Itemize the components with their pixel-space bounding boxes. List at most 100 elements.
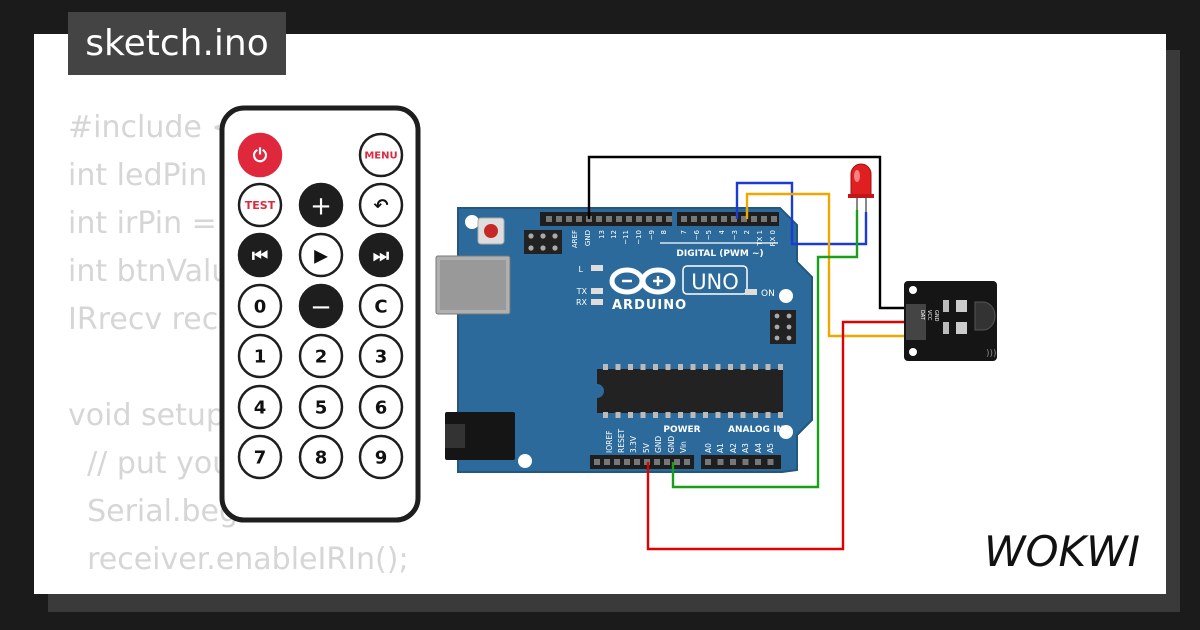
remote-7-button[interactable]: 7 <box>237 434 283 480</box>
wires <box>587 155 905 551</box>
mounting-hole <box>779 425 793 439</box>
tx-led-label: TX <box>576 287 588 296</box>
remote-1-button[interactable]: 1 <box>237 333 283 379</box>
analog-label: ANALOG IN <box>728 425 784 435</box>
top-pin-label: 4 <box>718 229 726 234</box>
remote-8-button-label: 8 <box>315 447 328 468</box>
wokwi-logo: WOKWI <box>984 527 1140 576</box>
remote-minus-button[interactable]: − <box>298 283 344 329</box>
bottom-pin-label: GND <box>667 436 676 453</box>
remote-6-button[interactable]: 6 <box>358 384 404 430</box>
wifi-signal-icon: ))) <box>986 349 997 359</box>
on-led-label: ON <box>761 289 775 299</box>
analog-header <box>701 455 781 469</box>
remote-1-button-label: 1 <box>254 346 267 367</box>
wire-black <box>587 155 905 310</box>
ir-pin-vcc: VCC <box>926 310 932 321</box>
remote-plus-button-label: + <box>310 191 332 221</box>
remote-5-button[interactable]: 5 <box>298 384 344 430</box>
top-pin-label: 13 <box>598 230 606 239</box>
remote-8-button[interactable]: 8 <box>298 434 344 480</box>
ir-pin-gnd: GND <box>933 310 939 322</box>
bottom-pin-label: A0 <box>704 443 713 453</box>
l-led-label: L <box>579 265 584 274</box>
remote-4-button[interactable]: 4 <box>237 384 283 430</box>
icsp-header-2 <box>770 310 796 344</box>
bottom-pin-label: IOREF <box>605 431 614 453</box>
wire-green <box>671 210 859 489</box>
remote-prev-button[interactable]: ⏮ <box>237 232 283 278</box>
remote-6-button-label: 6 <box>375 397 388 418</box>
top-pin-label: ~10 <box>635 230 643 245</box>
remote-plus-button[interactable]: + <box>298 182 344 228</box>
remote-3-button[interactable]: 3 <box>358 333 404 379</box>
file-title: sketch.ino <box>68 12 286 75</box>
bottom-pin-label: A1 <box>716 443 725 453</box>
remote-buttons: ⏻ MENU TEST + ↶ ⏮ ▶ ⏭ 0 − C 1 2 3 4 5 6 7 8 9 <box>237 132 404 480</box>
top-pin-label: 7 <box>680 230 688 234</box>
on-led <box>745 289 757 295</box>
rx-led-label: RX <box>576 298 588 307</box>
remote-4-button-label: 4 <box>254 397 267 418</box>
arduino-logo-icon <box>609 267 676 295</box>
digital-header-right <box>677 212 779 226</box>
remote-menu-button-label: MENU <box>364 151 397 162</box>
arduino-brand: ARDUINO <box>612 298 687 313</box>
remote-9-button[interactable]: 9 <box>358 434 404 480</box>
top-pin-label: 8 <box>660 230 668 234</box>
ir-pin-dat: DAT <box>919 310 925 321</box>
code-background: #include <int ledPin =int irPin =int btn… <box>68 104 412 594</box>
ir-receiver-module[interactable]: GND VCC DAT ))) <box>904 281 997 361</box>
remote-test-button[interactable]: TEST <box>237 182 283 228</box>
top-pin-holes <box>546 216 777 222</box>
top-pin-label: GND <box>584 230 592 246</box>
wire-orange <box>745 192 905 338</box>
remote-prev-button-label: ⏮ <box>252 245 268 266</box>
remote-next-button-label: ⏭ <box>373 245 390 266</box>
remote-7-button-label: 7 <box>254 447 267 468</box>
code-line: receiver.enableIRIn(); <box>68 542 409 577</box>
code-line: } <box>68 584 412 594</box>
remote-next-button[interactable]: ⏭ <box>358 232 404 278</box>
l-led <box>591 265 603 271</box>
top-pin-label: ~11 <box>622 230 630 245</box>
code-line: void setup <box>68 398 225 433</box>
ir-remote[interactable]: ⏻ MENU TEST + ↶ ⏮ ▶ ⏭ 0 − C 1 2 3 4 5 6 7 8 9 <box>219 105 421 523</box>
bottom-pin-label: 3.3V <box>629 435 638 453</box>
remote-back-button[interactable]: ↶ <box>358 182 404 228</box>
bottom-pin-label: 5V <box>642 442 651 453</box>
top-pin-label: 2 <box>743 230 751 234</box>
atmega-chip <box>597 364 783 418</box>
remote-0-button-label: 0 <box>254 296 267 317</box>
icsp-header <box>524 230 562 254</box>
top-pin-label: TX 1 <box>756 230 764 247</box>
digital-label: DIGITAL (PWM ~) <box>676 249 763 259</box>
mounting-hole <box>779 289 793 303</box>
remote-power-button-label: ⏻ <box>253 145 268 166</box>
mounting-hole <box>518 454 532 468</box>
top-pin-label: 12 <box>610 230 618 239</box>
remote-play-button[interactable]: ▶ <box>298 232 344 278</box>
top-pin-label: ~3 <box>731 230 739 240</box>
remote-play-button-label: ▶ <box>314 245 328 266</box>
remote-menu-button[interactable]: MENU <box>358 132 404 178</box>
power-header <box>590 455 694 469</box>
wire-blue <box>735 181 868 246</box>
remote-back-button-label: ↶ <box>373 195 388 216</box>
power-label: POWER <box>663 425 700 435</box>
red-led[interactable] <box>848 163 874 212</box>
wire-red <box>646 320 905 551</box>
top-pin-label: ~5 <box>705 230 713 240</box>
remote-test-button-label: TEST <box>245 199 276 212</box>
remote-c-button[interactable]: C <box>358 283 404 329</box>
remote-3-button-label: 3 <box>375 346 388 367</box>
top-pin-label: ~9 <box>648 230 656 240</box>
remote-c-button-label: C <box>374 296 387 317</box>
remote-power-button[interactable]: ⏻ <box>237 132 283 178</box>
remote-0-button[interactable]: 0 <box>237 283 283 329</box>
remote-2-button[interactable]: 2 <box>298 333 344 379</box>
remote-2-button-label: 2 <box>315 346 328 367</box>
